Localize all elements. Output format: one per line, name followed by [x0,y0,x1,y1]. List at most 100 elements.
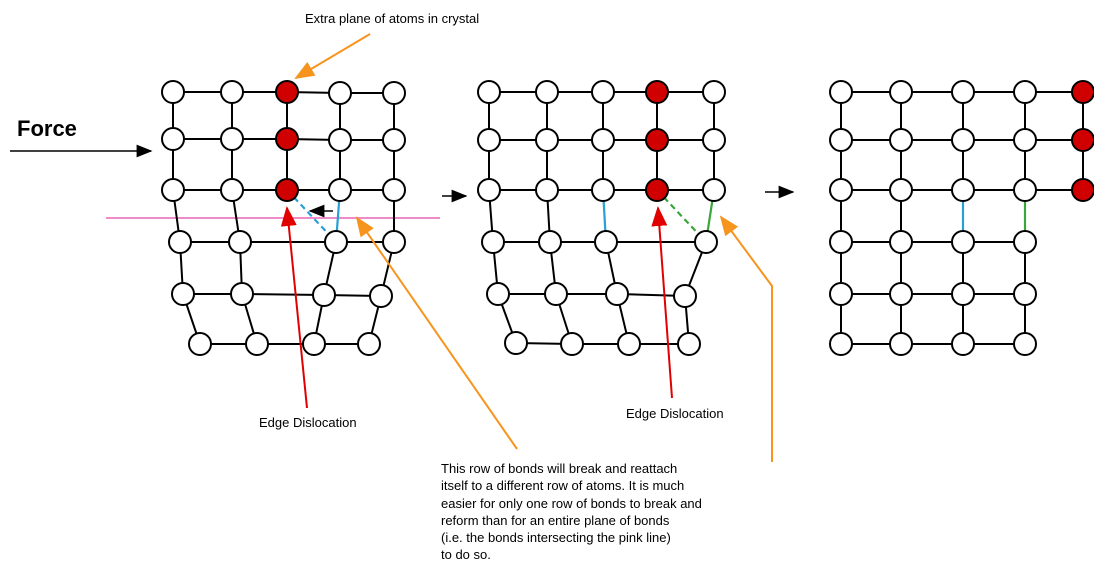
atom [369,284,393,308]
atom [382,178,406,202]
extra-plane-atom [645,128,669,152]
atom [228,230,252,254]
atom [829,128,853,152]
atom [673,284,697,308]
atom [1013,128,1037,152]
atom [230,282,254,306]
atom [382,128,406,152]
atom [161,178,185,202]
atom [220,127,244,151]
atom [617,332,641,356]
atom [324,230,348,254]
atom [889,332,913,356]
atom [951,80,975,104]
atom [535,80,559,104]
atom [481,230,505,254]
atom [829,178,853,202]
edge-dislocation-arrow-1 [280,206,308,409]
atom [357,332,381,356]
atom [328,81,352,105]
note-line: This row of bonds will break and reattac… [441,461,678,476]
atom [829,80,853,104]
atom [188,332,212,356]
atom [535,178,559,202]
atom [702,128,726,152]
atom [312,283,336,307]
bond-row-pointer-arrow-2 [719,215,773,462]
atom [477,128,501,152]
atom [535,128,559,152]
note-line: reform than for an entire plane of bonds [441,512,670,528]
atom [161,80,185,104]
note-line: (i.e. the bonds intersecting the pink li… [441,530,671,546]
atom [889,230,913,254]
lattice-stage-2 [477,80,726,356]
atom [328,178,352,202]
atom [677,332,701,356]
atom [829,332,853,356]
note-line: itself to a different row of atoms. It i… [441,478,685,494]
atom [702,178,726,202]
atom [544,282,568,306]
atom [477,178,501,202]
atom [382,230,406,254]
lattice-stage-1 [161,80,406,356]
atom [161,127,185,151]
atom [591,80,615,104]
atom [605,282,629,306]
atom [1013,282,1037,306]
atom [382,81,406,105]
atom [220,80,244,104]
atom [168,230,192,254]
atom [245,332,269,356]
atom [1013,80,1037,104]
extra-plane-atom [1071,128,1094,152]
extra-plane-atom [275,80,299,104]
atom [560,332,584,356]
atom [486,282,510,306]
lattice-stage-3 [829,80,1094,356]
extra-plane-pointer-arrow [294,33,371,80]
atom [1013,230,1037,254]
atom [220,178,244,202]
explanation-note: This row of bonds will break and reattac… [441,460,702,564]
atom [694,230,718,254]
atom [829,230,853,254]
atom [302,332,326,356]
atom [951,178,975,202]
extra-plane-label: Extra plane of atoms in crystal [305,11,480,26]
atom [829,282,853,306]
edge-dislocation-arrow-2 [651,206,673,399]
atom [1013,332,1037,356]
extra-plane-atom [645,80,669,104]
atom [889,282,913,306]
atom [477,80,501,104]
atom [591,178,615,202]
atom [951,282,975,306]
edge-dislocation-label-1: Edge Dislocation [259,415,357,430]
atom [951,128,975,152]
extra-plane-atom [275,178,299,202]
note-line: easier for only one row of bonds to brea… [441,495,702,511]
force-label: Force [17,116,77,141]
atom [1013,178,1037,202]
edge-dislocation-label-2: Edge Dislocation [626,406,724,421]
atom [538,230,562,254]
extra-plane-atom [1071,178,1094,202]
extra-plane-atom [645,178,669,202]
atom [702,80,726,104]
atom [328,128,352,152]
note-line: to do so. [441,547,491,563]
atom [889,178,913,202]
extra-plane-atom [1071,80,1094,104]
atom [504,331,528,355]
atom [889,80,913,104]
atom [594,230,618,254]
atom [951,230,975,254]
atom [171,282,195,306]
atomic-bond [241,293,325,296]
atom [591,128,615,152]
atom [951,332,975,356]
atom [889,128,913,152]
